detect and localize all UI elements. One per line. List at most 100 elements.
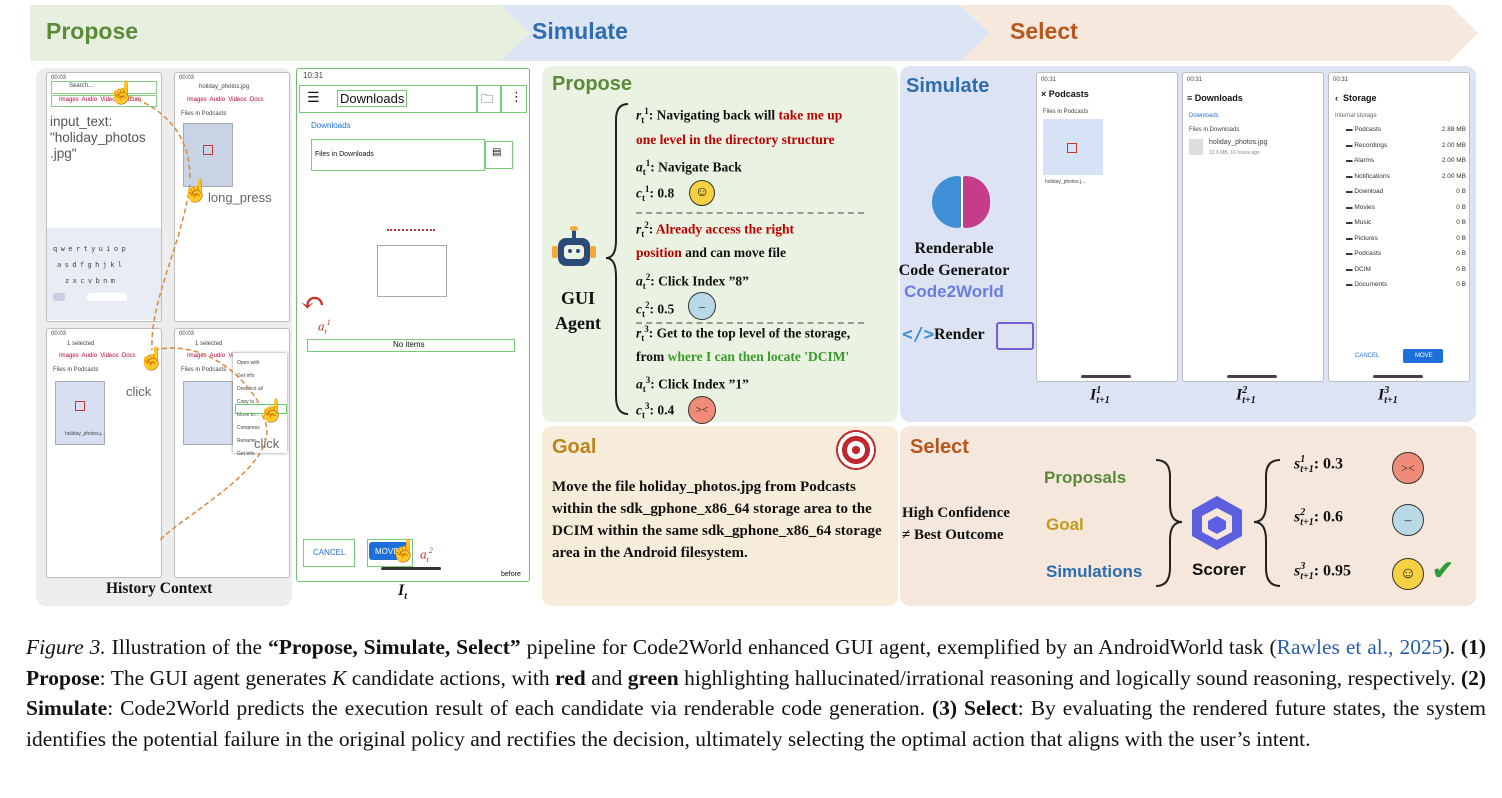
sim-screen-3: 00:31 ‹ Storage Internal storage CANCEL …	[1328, 72, 1470, 382]
proposal-1-reasoning: rt1: Navigating back will take me up	[636, 106, 842, 125]
input-goal: Goal	[1046, 515, 1084, 535]
proposal-2-reasoning-cont: position and can move file	[636, 245, 786, 261]
storage-row-name: Recordings	[1354, 142, 1387, 149]
storage-row-size: 2.00 MB	[1442, 157, 1466, 164]
before-label: before	[501, 571, 521, 578]
cancel-button[interactable]: CANCEL	[313, 548, 345, 557]
propose-title: Propose	[552, 73, 632, 96]
render-label: Render	[934, 326, 985, 344]
sim-screen-1: 00:31 × Podcasts Files in Podcasts holid…	[1036, 72, 1178, 382]
current-caption: It	[398, 582, 407, 602]
empty-box-icon	[377, 245, 447, 297]
code-icon: </>	[902, 324, 935, 345]
storage-row-size: 0 B	[1456, 266, 1466, 273]
sim-screen-3-move[interactable]: MOVE	[1415, 353, 1433, 359]
current-title: Downloads	[337, 90, 407, 107]
storage-row-name: Podcasts	[1354, 250, 1381, 257]
hand-pointer-icon: ☝	[108, 80, 135, 106]
storage-row-size: 0 B	[1456, 204, 1466, 211]
history-caption: History Context	[106, 580, 212, 598]
sim-screen-2: 00:31 ≡ Downloads Downloads Files in Dow…	[1182, 72, 1324, 382]
stage-select-label: Select	[1010, 18, 1078, 45]
proposal-3-reasoning-cont: from where I can then locate 'DCIM'	[636, 349, 849, 365]
menu-icon[interactable]: ☰	[307, 89, 320, 106]
simulate-title: Simulate	[906, 75, 989, 98]
sim-screen-1-caption: I1t+1	[1090, 386, 1110, 406]
brain-icon	[932, 176, 990, 230]
checkmark-icon: ✔	[1432, 556, 1454, 586]
select-title: Select	[910, 436, 969, 459]
storage-row-size: 0 B	[1456, 188, 1466, 195]
stage-simulate-label: Simulate	[532, 18, 628, 45]
code2world-brand: Code2World	[896, 282, 1012, 302]
happy-face-icon: ☺	[689, 180, 715, 206]
storage-row-size: 2.88 MB	[1442, 126, 1466, 133]
goal-title: Goal	[552, 436, 596, 459]
high-confidence-note: High Confidence ≠ Best Outcome	[902, 502, 1010, 546]
neutral-face-icon: –	[688, 292, 716, 320]
breadcrumb[interactable]: Downloads	[311, 121, 351, 130]
storage-row-size: 0 B	[1456, 281, 1466, 288]
proposal-2-reasoning: rt2: Already access the right	[636, 220, 794, 239]
score-3: s3t+1: 0.95	[1294, 562, 1351, 582]
storage-row-name: Music	[1354, 219, 1371, 226]
storage-row-size: 0 B	[1456, 250, 1466, 257]
proposal-2-confidence: ct2: 0.5	[636, 300, 674, 319]
stage-propose-label: Propose	[46, 18, 138, 45]
image-icon	[996, 322, 1034, 350]
robot-icon	[548, 226, 600, 276]
storage-row-size: 0 B	[1456, 235, 1466, 242]
new-folder-icon[interactable]: 🗀	[481, 90, 493, 111]
hand-pointer-icon: ☝	[138, 346, 165, 372]
figure-caption: Figure 3. Illustration of the “Propose, …	[26, 632, 1486, 754]
folder-icon: ▬	[1346, 157, 1354, 164]
history-arrows	[40, 70, 300, 610]
generator-label: Renderable Code Generator	[896, 238, 1012, 282]
proposal-1-action: at1: Navigate Back	[636, 158, 742, 177]
proposal-brace	[604, 100, 634, 418]
hand-pointer-icon: ☝	[258, 398, 285, 424]
storage-row-name: Movies	[1354, 204, 1375, 211]
more-icon[interactable]: ⋮	[510, 89, 523, 105]
action-a1-label: at1	[318, 318, 331, 336]
storage-row-name: Download	[1354, 188, 1383, 195]
goal-text: Move the file holiday_photos.jpg from Po…	[552, 476, 888, 564]
input-simulations: Simulations	[1046, 562, 1142, 582]
target-icon	[836, 430, 876, 470]
storage-row-name: DCIM	[1354, 266, 1371, 273]
list-view-icon[interactable]: ▤	[492, 147, 501, 158]
storage-row-name: Alarms	[1354, 157, 1374, 164]
proposal-3-action: at3: Click Index ”1”	[636, 375, 749, 394]
no-items-label: No items	[393, 340, 425, 349]
storage-row-name: Notifications	[1354, 173, 1389, 180]
sim-screen-3-cancel[interactable]: CANCEL	[1355, 353, 1379, 359]
storage-row-size: 2.00 MB	[1442, 142, 1466, 149]
proposal-2-action: at2: Click Index ”8”	[636, 272, 749, 291]
hand-pointer-icon: ☝	[390, 538, 417, 564]
angry-face-icon: ><	[1392, 452, 1424, 484]
scorer-logo-icon	[1186, 494, 1248, 552]
scorer-label: Scorer	[1192, 560, 1246, 580]
back-arrow-icon: ↶	[300, 286, 325, 321]
proposal-3-reasoning: rt3: Get to the top level of the storage…	[636, 324, 850, 343]
storage-row[interactable]: ▬ Alarms 2.00 MB	[1346, 157, 1466, 164]
files-in-label: Files in Downloads	[315, 151, 374, 158]
citation-link[interactable]: Rawles et al., 2025	[1277, 635, 1443, 659]
neutral-face-icon: –	[1392, 504, 1424, 536]
divider	[636, 212, 864, 214]
storage-row-name: Documents	[1354, 281, 1387, 288]
input-proposals: Proposals	[1044, 468, 1126, 488]
